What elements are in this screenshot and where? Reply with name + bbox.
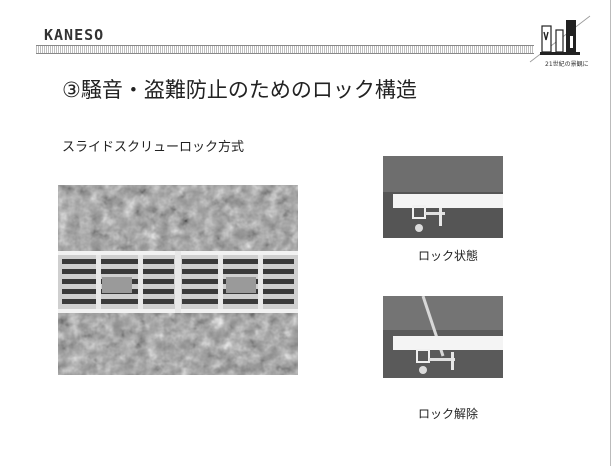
page-title: ③騒音・盗難防止のためのロック構造 (62, 78, 417, 102)
slogan: 21世紀の景観に (545, 61, 589, 68)
method-subtitle: スライドスクリューロック方式 (62, 140, 245, 155)
unlocked-state-photo (383, 296, 503, 378)
unlocked-caption: ロック解除 (418, 407, 479, 421)
locked-state-photo (383, 156, 503, 238)
grating-photo (58, 185, 298, 375)
header-rule (36, 45, 534, 54)
company-logo: KANESO (44, 26, 105, 44)
paving-blocks-icon (528, 10, 592, 66)
locked-caption: ロック状態 (418, 249, 479, 263)
